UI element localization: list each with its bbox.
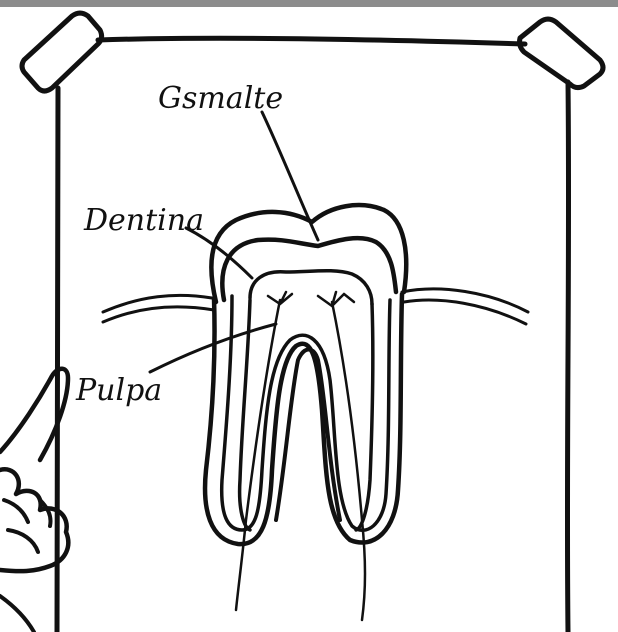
gum-left-lower bbox=[103, 307, 214, 322]
poster-top-edge bbox=[98, 38, 525, 44]
hand-wrist bbox=[0, 596, 34, 632]
leader-enamel bbox=[262, 112, 318, 240]
nerve-branch-left bbox=[268, 292, 292, 304]
label-pulp: Pulpa bbox=[75, 373, 162, 408]
poster-left-edge bbox=[57, 88, 58, 632]
poster-sheet bbox=[57, 38, 569, 632]
poster-right-edge bbox=[567, 82, 568, 632]
nerve-lines bbox=[236, 292, 365, 620]
gum-line bbox=[103, 289, 528, 324]
pulp-chamber bbox=[250, 271, 372, 304]
label-enamel: Gsmalte bbox=[158, 81, 283, 116]
pulp-canal-right bbox=[356, 304, 373, 530]
label-dentin: Dentina bbox=[83, 203, 204, 238]
tape-top-right bbox=[520, 19, 604, 88]
nerve-branch-right bbox=[318, 292, 354, 306]
tape-top-left bbox=[22, 13, 102, 91]
gum-left-upper bbox=[103, 295, 212, 312]
